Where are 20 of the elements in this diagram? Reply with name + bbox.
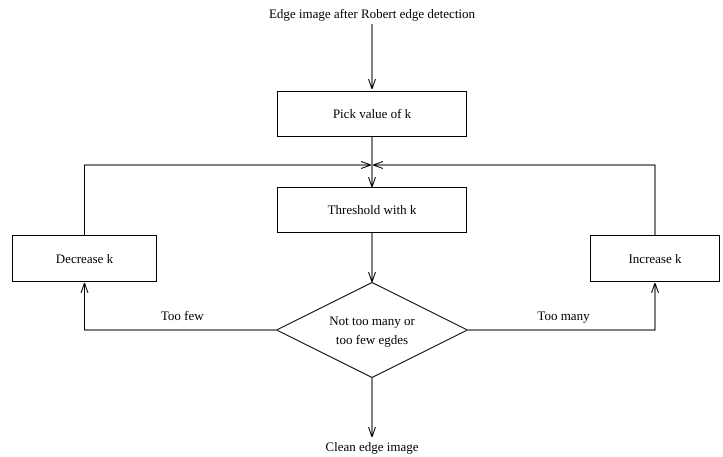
process-box xyxy=(590,235,720,282)
box-label: Threshold with k xyxy=(328,201,416,220)
arrow xyxy=(368,232,376,282)
box-label: Pick value of k xyxy=(332,105,412,124)
process-box xyxy=(277,91,467,137)
arrow xyxy=(368,24,376,90)
process-box xyxy=(277,187,467,233)
decision-diamond xyxy=(276,282,468,378)
process-box xyxy=(12,235,157,282)
arrow xyxy=(80,282,276,330)
arrow xyxy=(84,161,372,236)
arrow xyxy=(368,378,376,438)
flow-text: Clean edge image xyxy=(272,437,472,457)
arrow xyxy=(368,136,376,188)
box-label: Increase k xyxy=(628,250,682,268)
arrow xyxy=(468,282,659,330)
box-label: Decrease k xyxy=(56,250,114,268)
flow-text: Edge image after Robert edge detection xyxy=(222,4,522,24)
arrow xyxy=(372,161,656,236)
decision-text: Not too many or too few egdes xyxy=(328,312,416,349)
